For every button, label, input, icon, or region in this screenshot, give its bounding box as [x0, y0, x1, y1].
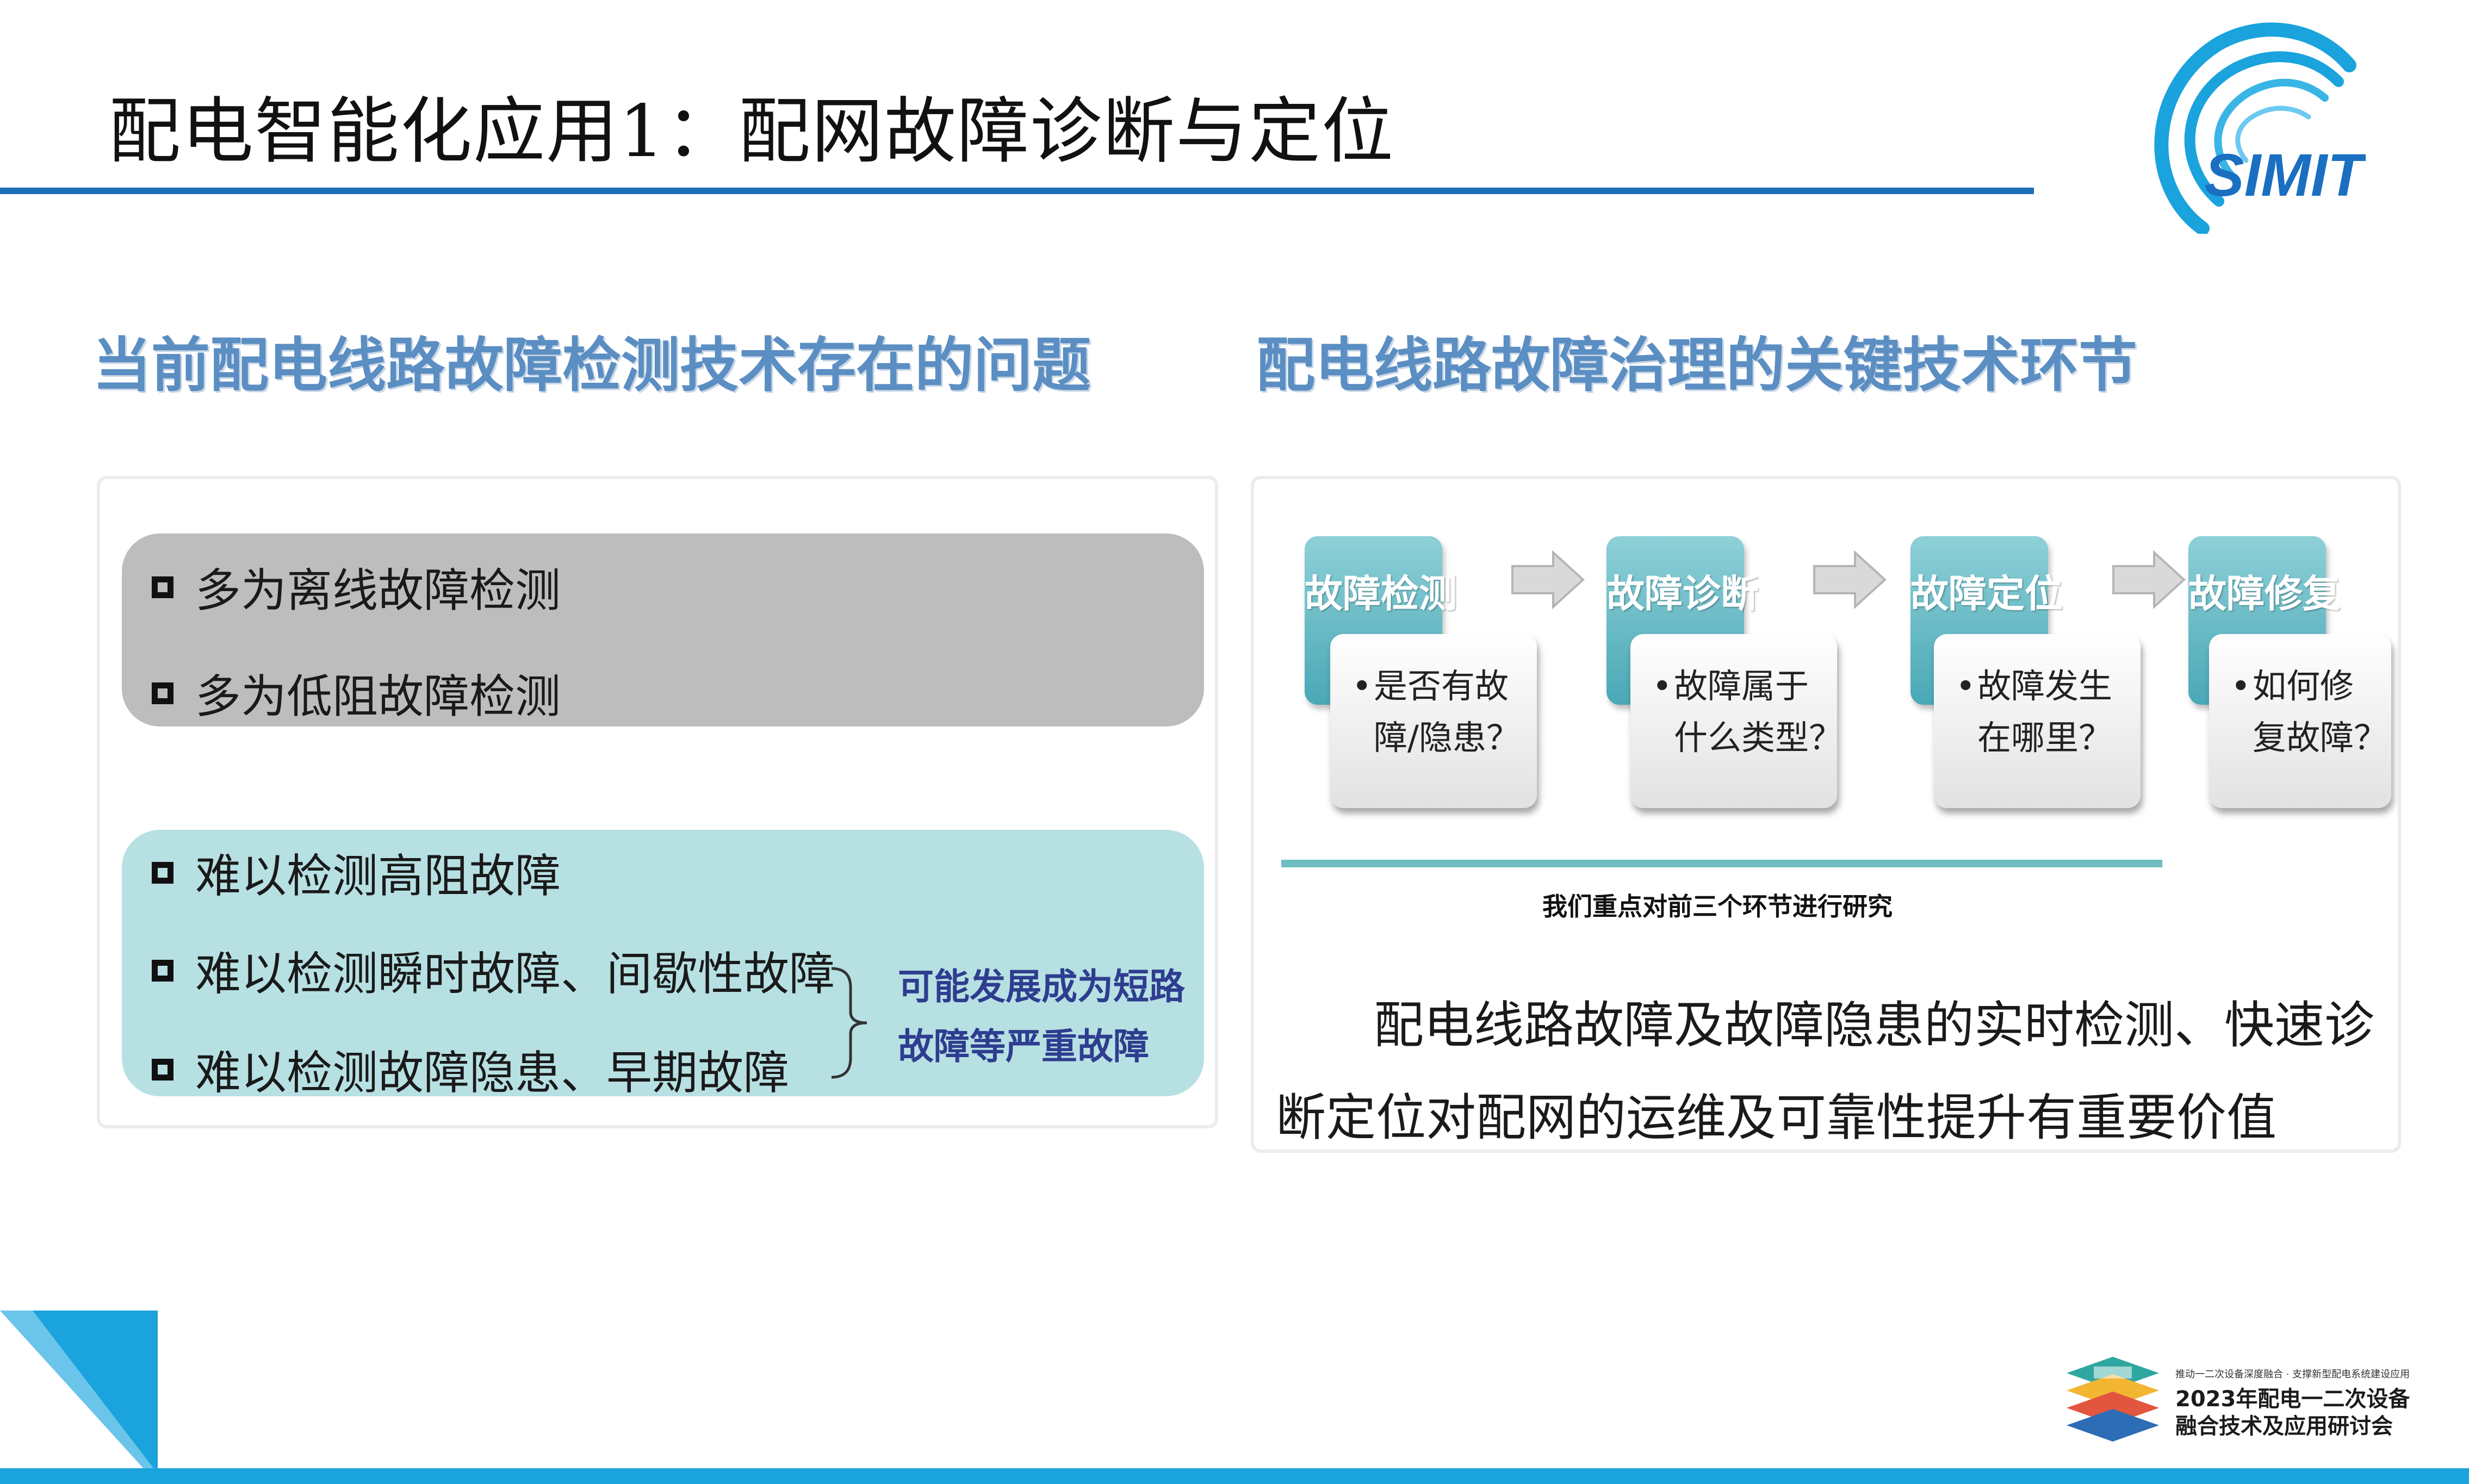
bullet-dot-icon: •: [1352, 666, 1372, 706]
key-steps-panel: 故障检测 •是否有故障/隐患？ 故障诊断 •故障属于什么类型？ 故障定位 •故障…: [1251, 476, 2401, 1153]
step-title: 故障定位: [1910, 572, 2063, 616]
conference-slogan: 推动一二次设备深度融合 · 支撑新型配电系统建设应用: [2175, 1369, 2410, 1380]
right-brace-icon: [831, 967, 867, 1079]
step-question-line: 是否有故: [1374, 666, 1509, 706]
issue-item: 难以检测故障隐患、早期故障: [152, 1036, 789, 1102]
step-question-line: 故障属于: [1674, 666, 1809, 706]
step-question-card: •故障属于什么类型？: [1630, 634, 1843, 808]
checkbox-square-icon: [152, 861, 173, 884]
focus-divider: [1281, 860, 2162, 867]
conference-logo-icon: [2067, 1357, 2159, 1442]
bullet-dot-icon: •: [1956, 666, 1976, 706]
offline-issues-group: [122, 533, 1204, 727]
arrow-right-icon: [1511, 550, 1585, 610]
corner-decoration: [0, 1311, 158, 1484]
detection-gaps-group: [122, 830, 1204, 1096]
issue-text: 难以检测故障隐患、早期故障: [195, 1046, 790, 1100]
slide-title: 配电智能化应用1：配网故障诊断与定位: [109, 90, 1394, 173]
bullet-dot-icon: •: [1652, 666, 1672, 706]
escalation-note-line: 可能发展成为短路: [898, 966, 1185, 1008]
step-title: 故障修复: [2188, 572, 2341, 616]
step-question-line: 如何修: [2253, 666, 2354, 706]
step-question-line: 故障发生: [1977, 666, 2113, 706]
step-location: 故障定位: [1910, 536, 2063, 705]
step-question-card: •是否有故障/隐患？: [1330, 634, 1537, 808]
issue-text: 多为低阻故障检测: [195, 670, 561, 723]
checkbox-square-icon: [152, 959, 173, 982]
issue-item: 多为离线故障检测: [152, 554, 561, 620]
step-question-card: •故障发生在哪里？: [1934, 634, 2141, 808]
issue-text: 多为离线故障检测: [195, 564, 561, 617]
issue-text: 难以检测高阻故障: [195, 849, 561, 903]
step-title: 故障检测: [1305, 572, 1457, 616]
left-section-heading: 当前配电线路故障检测技术存在的问题: [92, 332, 1091, 400]
simit-logo-icon: SIMIT: [2154, 22, 2366, 234]
issue-item: 多为低阻故障检测: [152, 660, 561, 726]
step-question-line: 复故障？: [2253, 718, 2388, 757]
step-question-line: 在哪里？: [1977, 718, 2113, 757]
escalation-note-line: 故障等严重故障: [898, 1026, 1149, 1067]
right-section-heading: 配电线路故障治理的关键技术环节: [1256, 332, 2138, 400]
step-title: 故障诊断: [1606, 572, 1759, 616]
conference-name-line2: 融合技术及应用研讨会: [2175, 1414, 2393, 1439]
focus-note: 我们重点对前三个环节进行研究: [1542, 892, 1893, 921]
arrow-right-icon: [2112, 550, 2186, 610]
step-question-line: 障/隐患？: [1374, 718, 1520, 757]
summary-line: 断定位对配网的运维及可靠性提升有重要价值: [1276, 1089, 2277, 1147]
conference-name-line1: 2023年配电一二次设备: [2175, 1387, 2410, 1412]
footer-bar: [0, 1468, 2469, 1484]
summary-line: 配电线路故障及故障隐患的实时检测、快速诊: [1374, 996, 2375, 1054]
step-question-card: •如何修复故障？: [2209, 634, 2391, 808]
issue-item: 难以检测高阻故障: [152, 840, 561, 905]
bullet-dot-icon: •: [2231, 666, 2251, 706]
logo-text: SIMIT: [2204, 142, 2366, 209]
issue-item: 难以检测瞬时故障、间歇性故障: [152, 937, 835, 1003]
step-question-line: 什么类型？: [1674, 718, 1843, 757]
checkbox-square-icon: [152, 1058, 173, 1081]
checkbox-square-icon: [152, 576, 173, 598]
checkbox-square-icon: [152, 682, 173, 704]
title-divider: [0, 188, 2034, 194]
issue-text: 难以检测瞬时故障、间歇性故障: [195, 947, 835, 1001]
arrow-right-icon: [1813, 550, 1887, 610]
problems-panel: 多为离线故障检测 多为低阻故障检测 难以检测高阻故障 难以检测瞬时故障、间歇性故…: [97, 476, 1218, 1128]
